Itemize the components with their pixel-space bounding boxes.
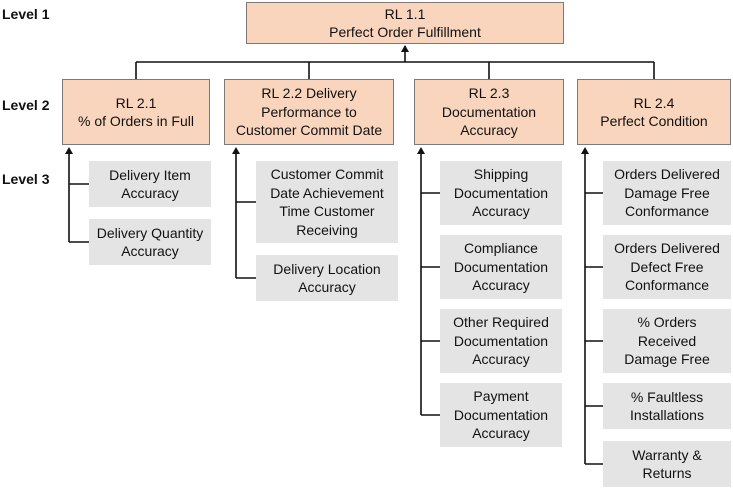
level3-metric-box: Delivery Item Accuracy bbox=[89, 161, 211, 207]
level3-metric-box: Warranty & Returns bbox=[603, 441, 731, 487]
level3-metric-box: Delivery Location Accuracy bbox=[256, 255, 398, 301]
level-3-label: Level 3 bbox=[2, 171, 50, 187]
level2-metric-box-rl-2-4: RL 2.4 Perfect Condition bbox=[577, 79, 731, 145]
level3-metric-box: Delivery Quantity Accuracy bbox=[89, 219, 211, 265]
arrowhead-icon bbox=[232, 147, 240, 154]
level-1-label: Level 1 bbox=[2, 6, 50, 22]
level3-metric-box: Orders Delivered Defect Free Conformance bbox=[603, 235, 731, 299]
arrowhead-icon bbox=[581, 147, 589, 154]
arrowhead-icon bbox=[401, 45, 409, 52]
arrowhead-icon bbox=[417, 147, 425, 154]
level2-metric-box-rl-2-2: RL 2.2 Delivery Performance to Customer … bbox=[224, 79, 394, 145]
level3-metric-box: Shipping Documentation Accuracy bbox=[440, 161, 562, 225]
level2-metric-box-rl-2-3: RL 2.3 Documentation Accuracy bbox=[414, 79, 564, 145]
arrowhead-icon bbox=[65, 147, 73, 154]
level3-metric-box: Other Required Documentation Accuracy bbox=[440, 309, 562, 373]
level-2-label: Level 2 bbox=[2, 97, 50, 113]
level3-metric-box: % Faultless Installations bbox=[603, 383, 731, 429]
level3-metric-box: % Orders Received Damage Free bbox=[603, 309, 731, 373]
level2-metric-box-rl-2-1: RL 2.1 % of Orders in Full bbox=[62, 79, 210, 145]
root-metric-box: RL 1.1 Perfect Order Fulfillment bbox=[246, 2, 564, 44]
level3-metric-box: Customer Commit Date Achievement Time Cu… bbox=[256, 161, 398, 243]
level3-metric-box: Payment Documentation Accuracy bbox=[440, 383, 562, 447]
level3-metric-box: Compliance Documentation Accuracy bbox=[440, 235, 562, 299]
level3-metric-box: Orders Delivered Damage Free Conformance bbox=[603, 161, 731, 225]
